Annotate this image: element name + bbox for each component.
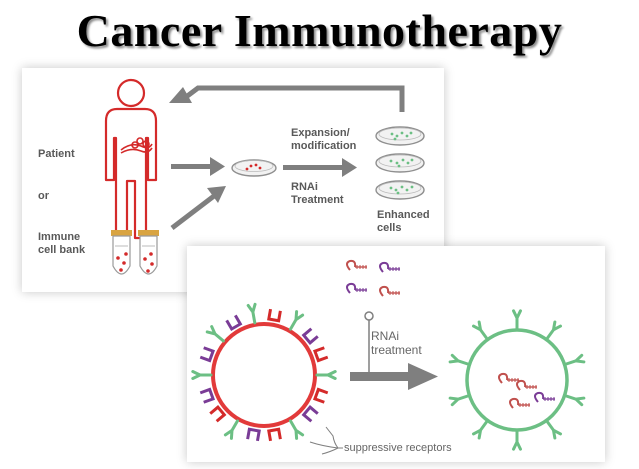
- rnai-molecule-icon: [534, 391, 555, 403]
- rnai-treatment-label: RNAi: [371, 329, 400, 343]
- suppressive-receptor-icon: [312, 346, 329, 363]
- rnai-molecule-icon: [379, 285, 400, 297]
- receptor-y-icon: [545, 419, 562, 440]
- rnai-molecules-inside: [498, 372, 555, 409]
- expansion-label: Expansion/: [291, 127, 350, 139]
- rnai-molecule-icon: [346, 259, 367, 271]
- suppressive-receptor-icon: [312, 387, 329, 404]
- receptor-y-icon: [205, 325, 225, 343]
- rnai-label: RNAi: [291, 181, 318, 193]
- suppressive-receptor-icon: [199, 387, 216, 404]
- suppressive-receptor-icon: [267, 427, 282, 442]
- return-arrowhead: [169, 87, 192, 103]
- cells-label: cells: [377, 222, 402, 234]
- treatment-label: Treatment: [291, 194, 344, 206]
- petri-dish-icon: [375, 153, 425, 173]
- rnai-node: [364, 311, 374, 321]
- rnai-treatment-label-line2: treatment: [371, 343, 422, 357]
- suppressive-receptor-icon: [267, 308, 282, 323]
- receptor-y-icon: [289, 419, 305, 440]
- organ-icon: [120, 137, 153, 154]
- rnai-molecule-icon: [346, 282, 367, 294]
- receptor-y-icon: [472, 419, 489, 440]
- suppressive-receptor-icon: [246, 427, 261, 442]
- receptor-y-icon: [512, 429, 522, 451]
- receptor-y-icon: [448, 353, 470, 366]
- enhanced-label: Enhanced: [377, 209, 430, 221]
- receptor-y-icon: [315, 370, 337, 380]
- receptor-y-icon: [472, 320, 489, 341]
- arrow-dish-to-enhanced: [283, 158, 357, 177]
- receptor-y-icon: [564, 353, 586, 366]
- petri-dish-icon: [375, 180, 425, 200]
- receptor-y-icon: [564, 394, 586, 407]
- page-title: Cancer Immunotherapy: [76, 5, 563, 56]
- human-figure-icon: [104, 78, 158, 240]
- arrow-patient-to-dish: [171, 157, 225, 176]
- receptor-y-icon: [191, 370, 213, 380]
- suppressive-receptor-icon: [209, 405, 227, 423]
- receptor-y-icon: [545, 320, 562, 341]
- receptor-y-icon: [223, 419, 239, 440]
- receptor-y-icon: [512, 309, 522, 331]
- suppressive-pointer: [309, 426, 343, 455]
- receptor-y-icon: [246, 302, 257, 325]
- immune-cell-suppressed: [211, 322, 317, 428]
- suppressive-receptor-icon: [225, 314, 243, 332]
- petri-dish-icon: [375, 126, 425, 146]
- return-arrow: [184, 85, 405, 112]
- receptor-y-icon: [448, 394, 470, 407]
- treatment-arrow: [350, 363, 438, 390]
- suppressive-receptor-icon: [199, 346, 216, 363]
- cell-bank-label: cell bank: [38, 244, 86, 256]
- receptor-y-icon: [289, 310, 305, 331]
- rnai-molecule-icon: [379, 261, 400, 273]
- or-label: or: [38, 190, 49, 202]
- arrow-tubes-to-dish: [170, 186, 226, 230]
- receptor-group: [448, 309, 586, 451]
- test-tube-icon: [111, 230, 132, 275]
- rnai-molecules: [346, 259, 400, 297]
- rnai-molecule-icon: [509, 397, 530, 409]
- petri-dish-icon: [231, 159, 277, 177]
- patient-label: Patient: [38, 148, 75, 160]
- rnai-molecule-icon: [516, 379, 537, 391]
- suppressive-receptor-icon: [301, 405, 319, 423]
- suppressive-receptor-icon: [301, 327, 319, 345]
- suppressive-receptors-label: suppressive receptors: [344, 442, 452, 454]
- modification-label: modification: [291, 140, 357, 152]
- test-tube-icon: [138, 230, 159, 275]
- immune-label: Immune: [38, 231, 81, 243]
- receptor-group: [191, 302, 337, 442]
